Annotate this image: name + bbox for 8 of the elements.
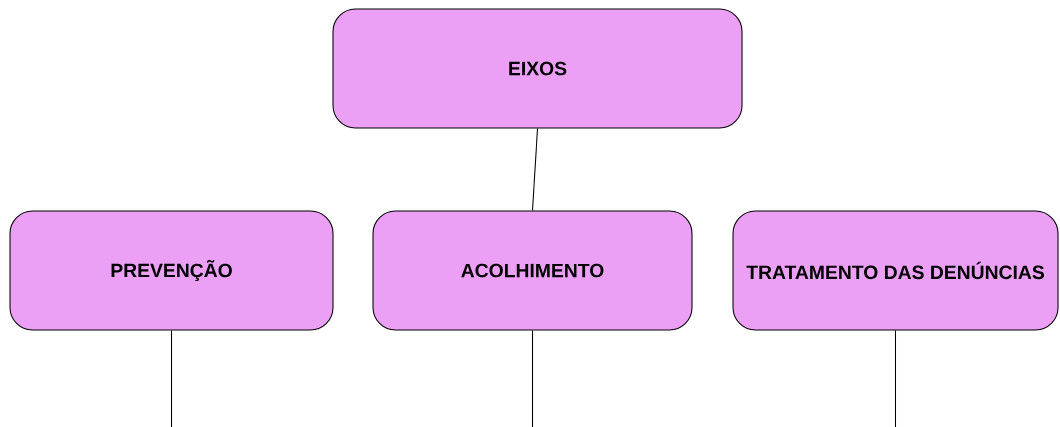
connector-line bbox=[895, 330, 897, 427]
connector-line bbox=[532, 128, 539, 211]
process-box: TRATAMENTO DAS DENÚNCIAS bbox=[732, 210, 1059, 331]
connector-line bbox=[171, 330, 173, 427]
process-box: PREVENÇÃO bbox=[9, 210, 334, 331]
process-box: ACOLHIMENTO bbox=[372, 210, 693, 331]
connector-line bbox=[532, 330, 534, 427]
process-box: EIXOS bbox=[332, 8, 743, 129]
